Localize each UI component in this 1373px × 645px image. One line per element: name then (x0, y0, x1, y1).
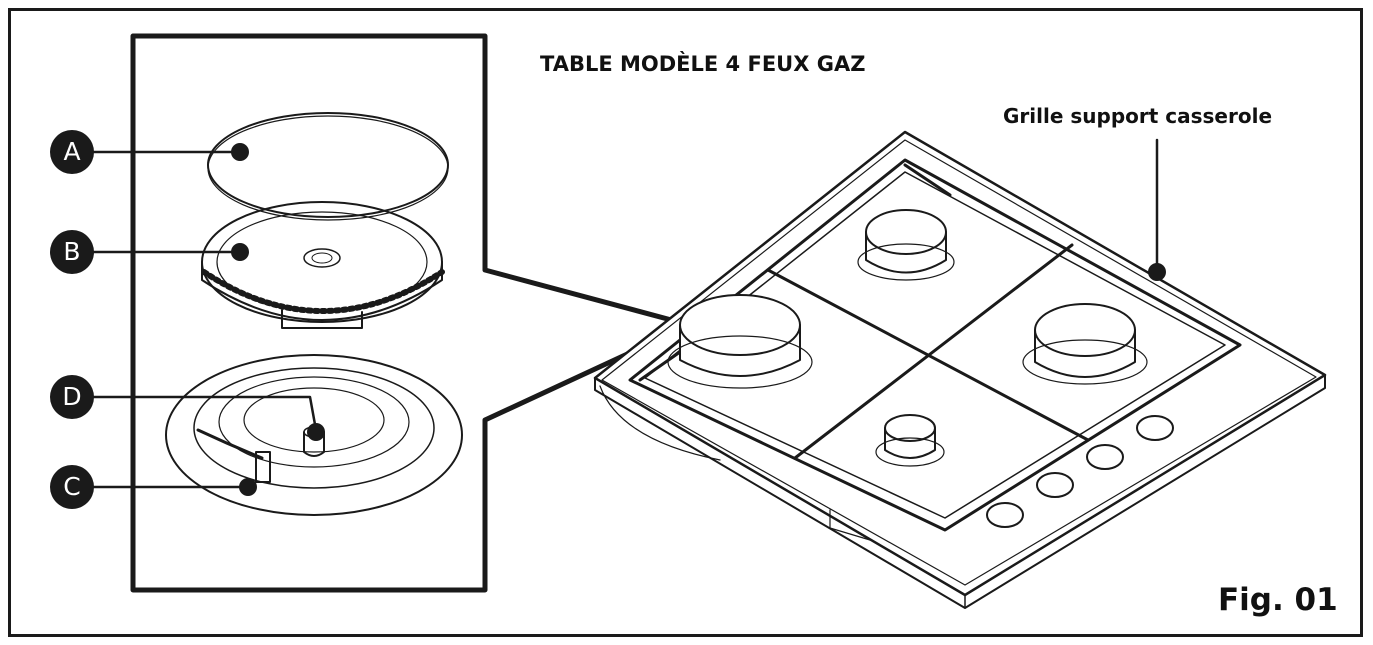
dot-grille (1148, 263, 1166, 281)
dot-b (231, 243, 249, 261)
flame-spreader-icon (201, 201, 445, 329)
diagram-title: TABLE MODÈLE 4 FEUX GAZ (540, 52, 866, 76)
burner-cap-icon (207, 112, 449, 221)
part-badge-b: B (50, 230, 94, 274)
dot-c (239, 478, 257, 496)
control-knobs (986, 415, 1174, 528)
pan-support-grid (628, 158, 1242, 532)
figure-frame (8, 8, 1363, 637)
burner-right (1022, 303, 1148, 385)
part-badge-d: D (50, 375, 94, 419)
burner-left-large (667, 294, 813, 389)
exploded-view-box (130, 33, 693, 593)
burner-front-small (875, 414, 945, 467)
pan-support-label: Grille support casserole (1003, 104, 1273, 128)
leader-d (92, 395, 318, 432)
part-badge-a: A (50, 130, 94, 174)
dot-d (307, 423, 325, 441)
burner-rear (857, 209, 955, 281)
cooktop-body (593, 130, 1327, 609)
dot-a (231, 143, 249, 161)
part-badge-c: C (50, 465, 94, 509)
figure-number: Fig. 01 (1218, 582, 1338, 618)
ignition-electrode-icon (196, 428, 271, 483)
burner-bowl-icon (165, 354, 463, 516)
